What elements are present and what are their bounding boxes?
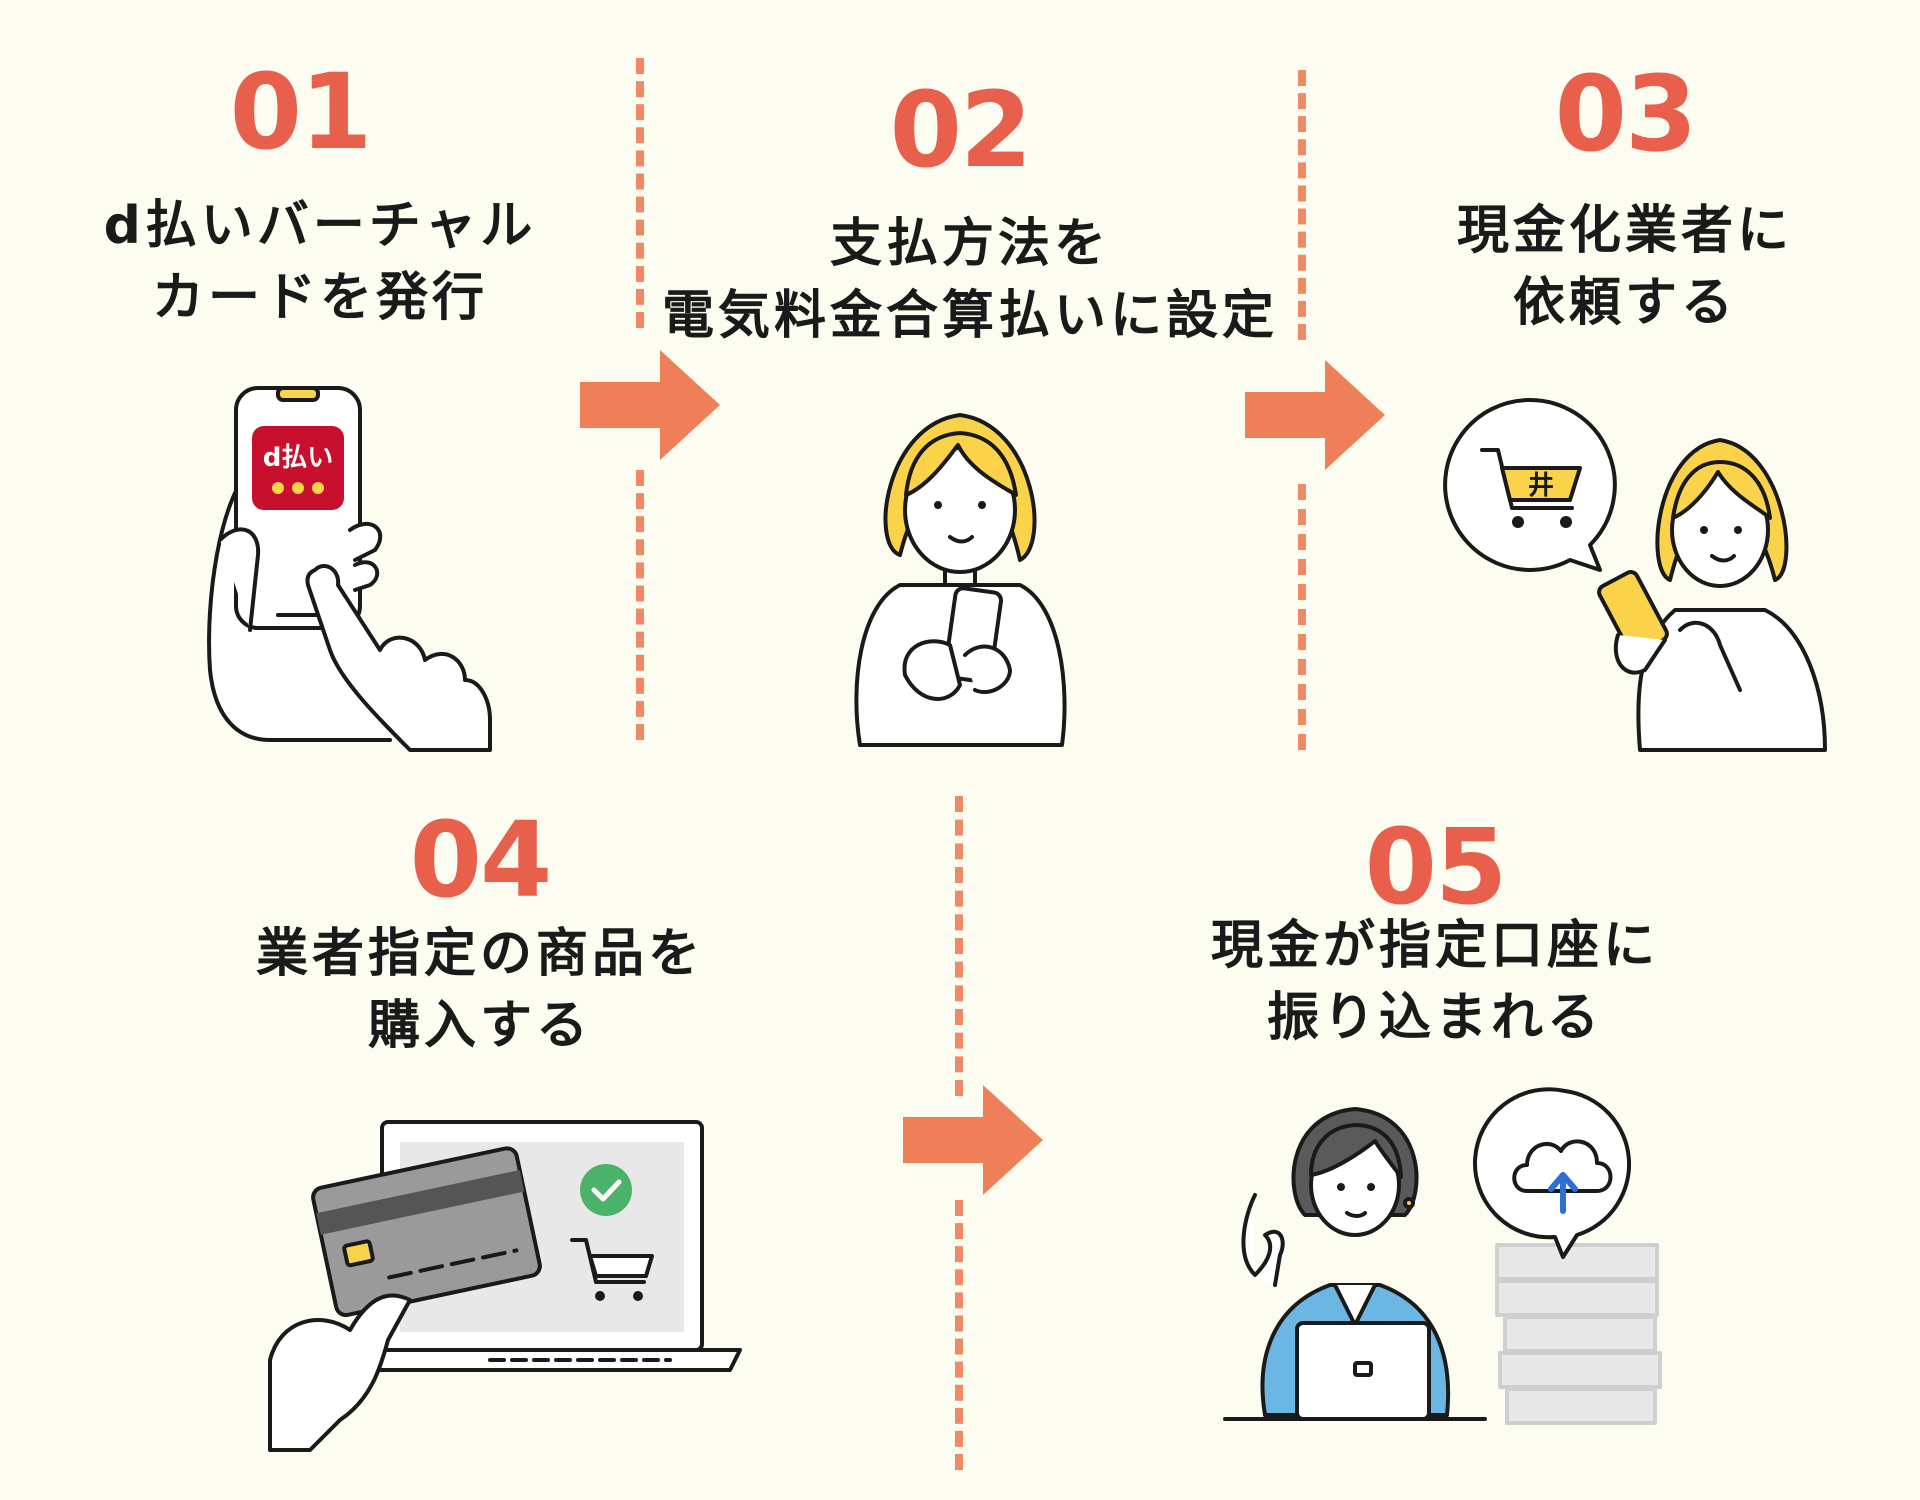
- step-number: 03: [1554, 53, 1698, 175]
- step-title-line: 購入する: [367, 996, 592, 1056]
- step-number: 01: [229, 51, 373, 173]
- step-title-line: 現金化業者に: [1456, 201, 1793, 261]
- separator-dash: [1298, 484, 1306, 750]
- step-title: d払いバーチャル カードを発行: [40, 190, 600, 334]
- step-title: 現金が指定口座に 振り込まれる: [1135, 910, 1735, 1054]
- step-number: 04: [409, 799, 553, 921]
- separator-dash: [1298, 70, 1306, 340]
- step-title-line: 支払方法を: [829, 214, 1110, 274]
- separator-dash: [955, 1200, 963, 1470]
- step-title-line: 依頼する: [1512, 273, 1737, 333]
- step-title-line: d払いバーチャル: [103, 196, 537, 256]
- step-number: 05: [1364, 806, 1508, 928]
- step-title: 支払方法を 電気料金合算払いに設定: [640, 208, 1300, 352]
- step-title-line: 業者指定の商品を: [255, 924, 704, 984]
- smartphone-hand-icon: d払い: [207, 386, 492, 752]
- step-title: 現金化業者に 依頼する: [1325, 195, 1920, 339]
- arrow-right-icon: [580, 350, 720, 460]
- separator-dash: [636, 58, 644, 328]
- cart-sign: 井: [1528, 471, 1554, 501]
- woman-phone-icon: [854, 413, 1067, 747]
- separator-dash: [955, 796, 963, 1096]
- app-label: d払い: [263, 443, 334, 473]
- step-title-line: カードを発行: [151, 268, 488, 328]
- separator-dash: [636, 470, 644, 740]
- arrow-right-icon: [1245, 360, 1385, 470]
- step-title-line: 振り込まれる: [1266, 988, 1603, 1048]
- woman-cart-chat-icon: 井: [1443, 397, 1827, 752]
- step-title: 業者指定の商品を 購入する: [180, 918, 780, 1062]
- woman-cloud-upload-icon: [1223, 1087, 1662, 1425]
- step-number: 02: [889, 69, 1033, 191]
- laptop-card-icon: [268, 1120, 742, 1452]
- step-title-line: 現金が指定口座に: [1210, 916, 1659, 976]
- arrow-right-icon: [903, 1085, 1043, 1195]
- step-title-line: 電気料金合算払いに設定: [661, 286, 1278, 346]
